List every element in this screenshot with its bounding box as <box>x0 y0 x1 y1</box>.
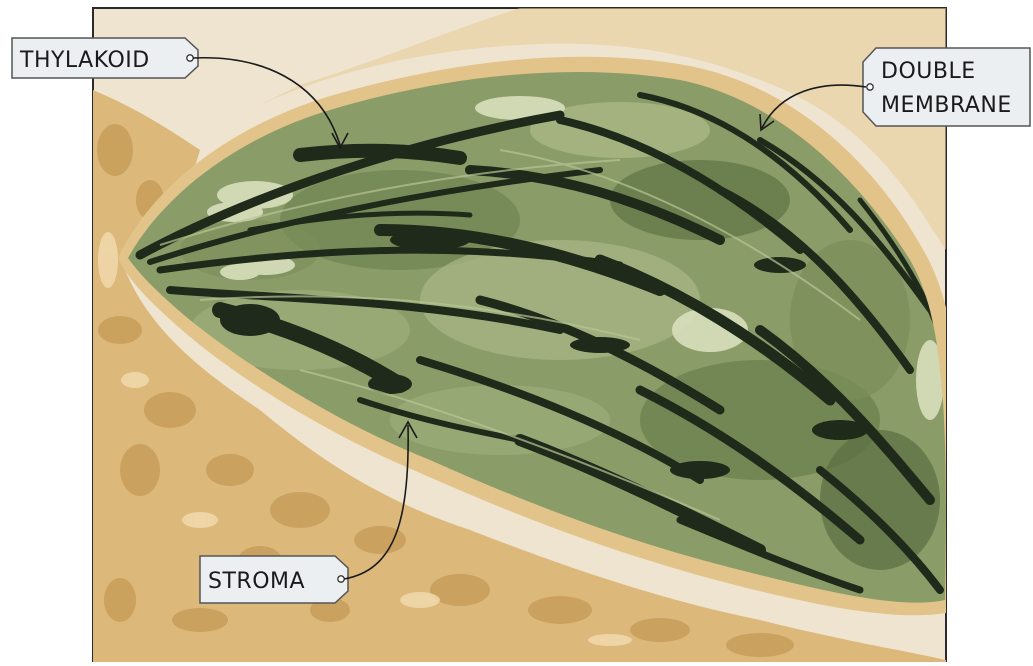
thylakoid-label: THYLAKOID <box>19 48 150 73</box>
stroma-label: STROMA <box>208 569 305 594</box>
double-membrane-label-line2: MEMBRANE <box>881 93 1012 118</box>
double-membrane-label-line1: DOUBLE <box>881 59 976 84</box>
